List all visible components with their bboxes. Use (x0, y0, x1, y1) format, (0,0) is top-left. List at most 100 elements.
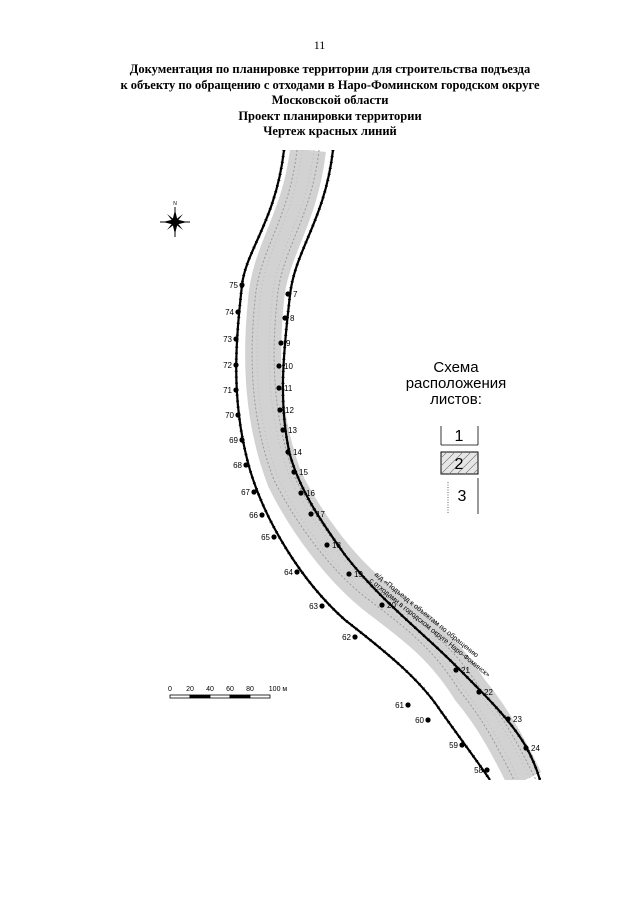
left-vertex-label: 65 (261, 533, 270, 542)
scale-tick-20: 20 (186, 686, 194, 693)
road-corridor (234, 150, 542, 780)
right-vertex-label: 7 (293, 290, 298, 299)
right-vertex-marker (285, 449, 291, 455)
right-vertex-marker (298, 490, 304, 496)
scale-bar: 0 20 40 60 80 100 м (168, 686, 288, 699)
scheme-title-1: Схема (433, 359, 479, 376)
left-vertex-marker (251, 489, 257, 495)
sheet-3-label: 3 (458, 488, 467, 505)
right-vertex-label: 10 (284, 362, 293, 371)
right-vertex-marker (379, 602, 385, 608)
right-vertex-marker (276, 363, 282, 369)
right-vertex-marker (280, 427, 286, 433)
right-vertex-label: 23 (513, 715, 522, 724)
left-vertex-marker (294, 569, 300, 575)
left-vertex-label: 75 (229, 281, 238, 290)
right-vertex-marker (346, 571, 352, 577)
scheme-title-2: расположения (406, 375, 507, 392)
scale-tick-60: 60 (226, 686, 234, 693)
right-vertex-label: 9 (286, 339, 291, 348)
right-vertex-marker (277, 407, 283, 413)
right-vertex-label: 15 (299, 468, 308, 477)
right-vertex-label: 16 (306, 489, 315, 498)
left-vertex-marker (239, 282, 245, 288)
left-vertex-label: 70 (225, 411, 234, 420)
right-vertex-marker (505, 716, 511, 722)
right-vertex-marker (282, 315, 288, 321)
left-vertex-marker (425, 717, 431, 723)
left-vertex-marker (405, 702, 411, 708)
title-line-2: к объекту по обращению с отходами в Наро… (120, 77, 540, 92)
right-vertex-label: 19 (354, 570, 363, 579)
right-vertex-marker (285, 291, 291, 297)
right-vertex-marker (476, 689, 482, 695)
right-vertex-marker (278, 340, 284, 346)
left-vertex-label: 63 (309, 602, 318, 611)
left-vertex-marker (233, 336, 239, 342)
left-vertex-label: 66 (249, 511, 258, 520)
title-line-5: Чертеж красных линий (263, 124, 397, 138)
left-vertex-label: 71 (223, 386, 232, 395)
right-vertex-marker (276, 385, 282, 391)
sheet-1-label: 1 (455, 428, 464, 445)
right-vertex-label: 20 (387, 601, 396, 610)
left-vertex-marker (235, 412, 241, 418)
left-vertex-label: 73 (223, 335, 232, 344)
left-vertex-label: 58 (474, 766, 483, 775)
left-vertex-label: 62 (342, 633, 351, 642)
scheme-title-3: листов: (430, 391, 482, 408)
left-vertex-label: 74 (225, 308, 234, 317)
left-vertex-marker (239, 437, 245, 443)
scale-tick-100: 100 м (269, 686, 288, 693)
left-vertex-marker (319, 603, 325, 609)
left-vertex-marker (233, 362, 239, 368)
title-line-1: Документация по планировке территории дл… (129, 62, 531, 76)
north-arrow-icon: N (160, 201, 190, 237)
red-line-right (281, 150, 542, 780)
right-vertex-label: 17 (316, 510, 325, 519)
left-vertex-label: 68 (233, 461, 242, 470)
left-vertex-marker (352, 634, 358, 640)
left-vertex-marker (233, 387, 239, 393)
left-vertex-label: 59 (449, 741, 458, 750)
svg-text:N: N (173, 201, 177, 207)
scale-tick-80: 80 (246, 686, 254, 693)
right-vertex-label: 11 (284, 384, 293, 393)
sheet-layout-scheme: Схема расположения листов: 1 2 3 (406, 359, 507, 514)
right-vertex-marker (291, 469, 297, 475)
title-line-4: Проект планировки территории (238, 108, 422, 123)
right-vertex-label: 21 (461, 666, 470, 675)
left-vertex-label: 72 (223, 361, 232, 370)
left-vertex-marker (459, 742, 465, 748)
scale-tick-40: 40 (206, 686, 214, 693)
right-vertex-marker (453, 667, 459, 673)
left-vertex-label: 69 (229, 436, 238, 445)
right-vertex-marker (308, 511, 314, 517)
right-vertex-marker (324, 542, 330, 548)
left-vertex-marker (271, 534, 277, 540)
right-vertex-marker (523, 745, 529, 751)
document-title: Документация по планировке территории дл… (40, 62, 620, 140)
right-vertex-label: 8 (290, 314, 295, 323)
left-vertex-marker (259, 512, 265, 518)
page-number: 11 (313, 38, 326, 52)
right-vertex-label: 24 (531, 744, 540, 753)
scale-tick-0: 0 (168, 686, 172, 693)
left-vertex-label: 64 (284, 568, 293, 577)
left-vertex-label: 60 (415, 716, 424, 725)
left-vertex-marker (484, 767, 490, 773)
left-vertex-marker (243, 462, 249, 468)
left-vertex-label: 61 (395, 701, 404, 710)
left-vertex-label: 67 (241, 488, 250, 497)
right-vertex-label: 14 (293, 448, 302, 457)
sheet-2-label: 2 (455, 456, 464, 473)
left-vertex-marker (235, 309, 241, 315)
right-vertex-label: 12 (285, 406, 294, 415)
title-line-3: Московской области (271, 93, 389, 107)
right-vertex-label: 13 (288, 426, 297, 435)
right-vertex-label: 18 (332, 541, 341, 550)
right-vertex-label: 22 (484, 688, 493, 697)
